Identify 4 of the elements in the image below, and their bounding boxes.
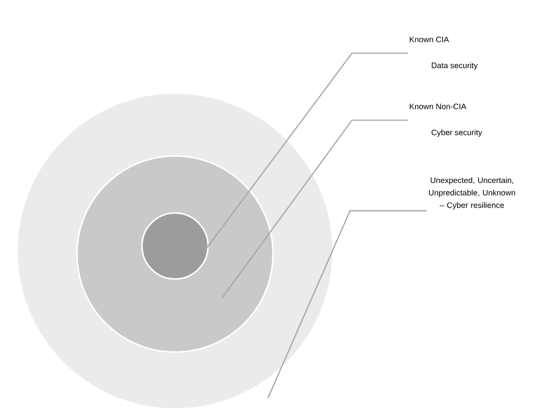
leader-line [202,52,408,254]
leader-line [222,120,408,298]
ring [141,212,209,280]
leader-line [267,210,427,398]
